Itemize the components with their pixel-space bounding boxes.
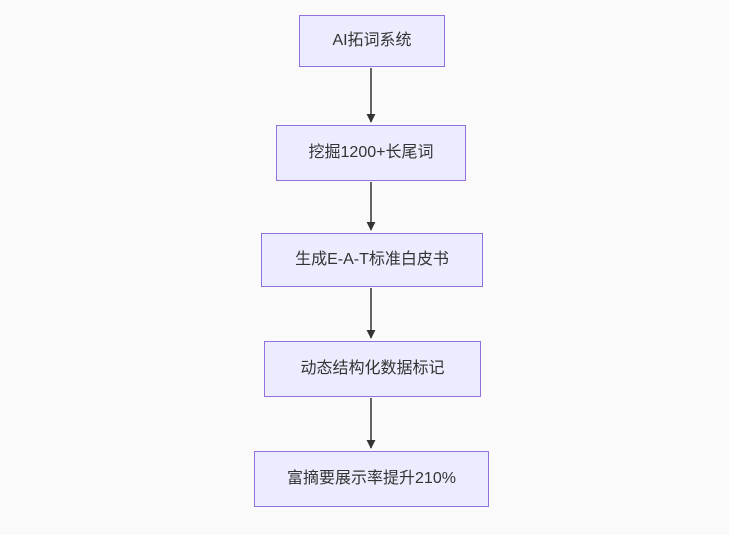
flow-node-label: 生成E-A-T标准白皮书: [295, 251, 449, 269]
flow-node-label: AI拓词系统: [332, 32, 412, 50]
flow-node-ai-keyword-system: AI拓词系统: [299, 15, 445, 67]
flow-node-longtail-mining: 挖掘1200+长尾词: [276, 125, 466, 181]
flow-node-rich-snippet-uplift: 富摘要展示率提升210%: [254, 451, 489, 507]
flow-node-eat-whitepaper: 生成E-A-T标准白皮书: [261, 233, 483, 287]
flow-node-label: 富摘要展示率提升210%: [287, 470, 456, 488]
flow-node-structured-data-markup: 动态结构化数据标记: [264, 341, 481, 397]
flow-node-label: 挖掘1200+长尾词: [308, 144, 434, 162]
flow-node-label: 动态结构化数据标记: [300, 360, 445, 378]
